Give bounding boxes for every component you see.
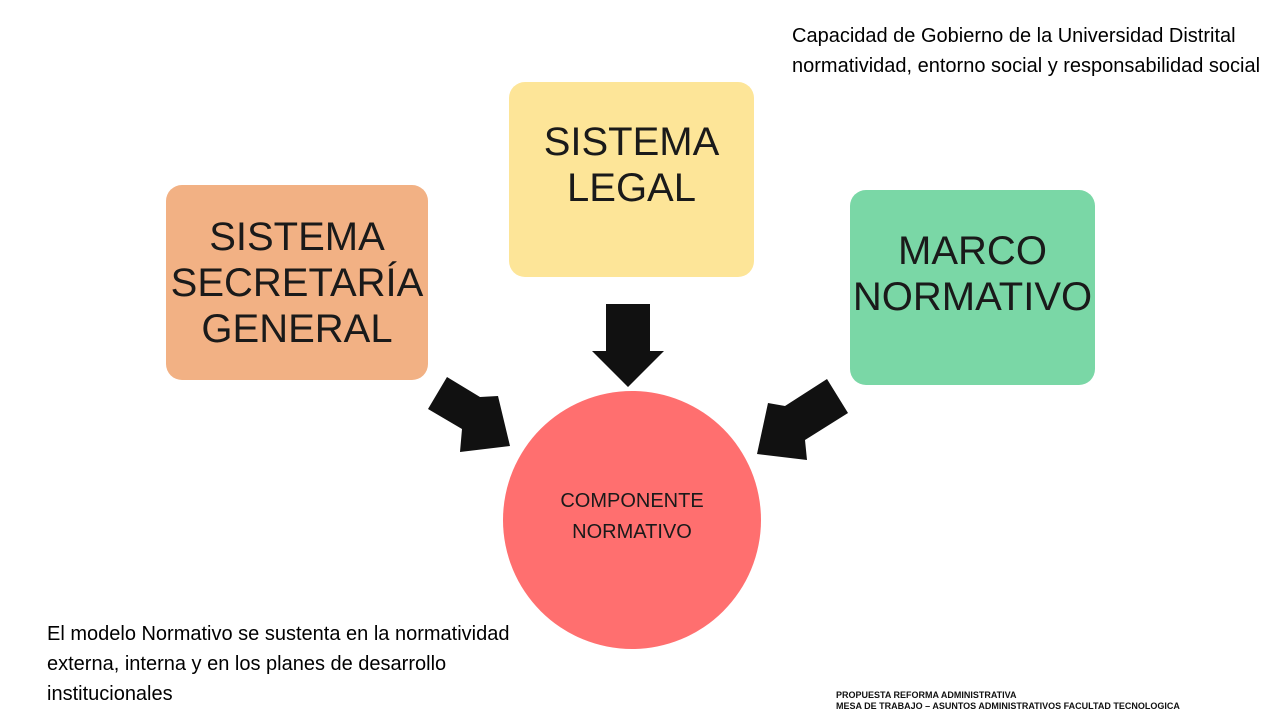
box-sistema-secretaria-general: SISTEMA SECRETARÍA GENERAL: [166, 185, 428, 380]
box-sistema-legal-label: SISTEMA LEGAL: [543, 119, 720, 210]
center-circle-label: COMPONENTE NORMATIVO: [560, 490, 704, 543]
arrow-down-icon: [592, 304, 664, 387]
box-marco-normativo: MARCO NORMATIVO: [850, 190, 1095, 385]
box-sistema-secretaria-general-label: SISTEMA SECRETARÍA GENERAL: [170, 214, 424, 351]
center-circle-componente-normativo: COMPONENTE NORMATIVO: [503, 391, 761, 649]
note-capacidad-gobierno: Capacidad de Gobierno de la Universidad …: [792, 25, 1261, 77]
footer-line-1: PROPUESTA REFORMA ADMINISTRATIVA: [836, 690, 1017, 700]
arrow-down-right-icon: [428, 377, 510, 452]
footer-line-2: MESA DE TRABAJO – ASUNTOS ADMINISTRATIVO…: [836, 701, 1180, 711]
arrow-down-left-icon: [757, 379, 848, 460]
box-sistema-legal: SISTEMA LEGAL: [509, 82, 754, 277]
footer: PROPUESTA REFORMA ADMINISTRATIVA MESA DE…: [836, 690, 1276, 712]
note-modelo-normativo: El modelo Normativo se sustenta en la no…: [47, 623, 510, 705]
box-marco-normativo-label: MARCO NORMATIVO: [852, 228, 1093, 319]
